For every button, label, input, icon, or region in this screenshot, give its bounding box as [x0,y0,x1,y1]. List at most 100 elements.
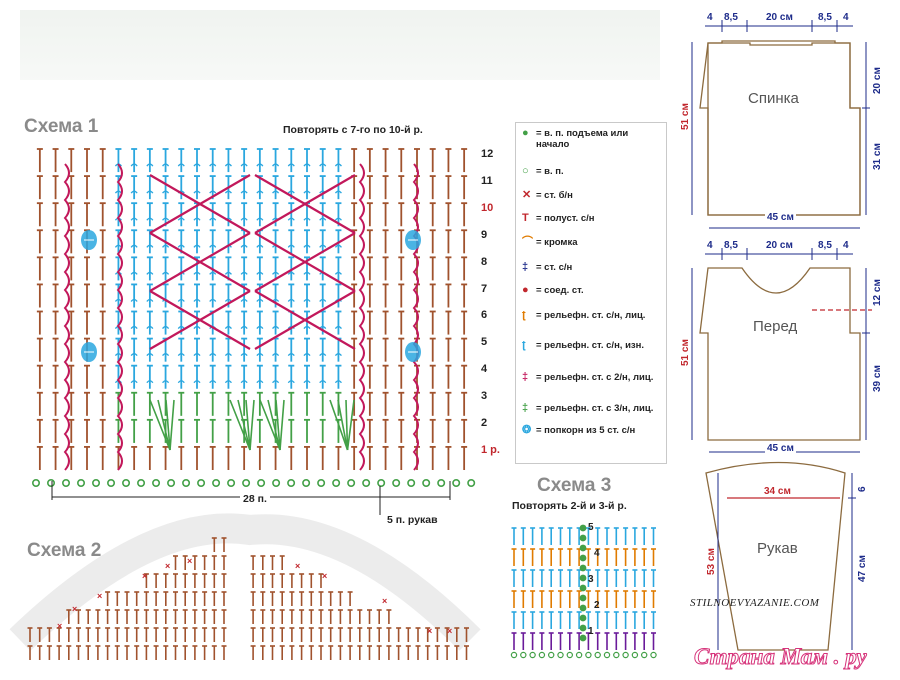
sleeve-top: 34 см [762,486,793,497]
back-top-dim-2: 8,5 [724,12,738,23]
front-upper: 12 см [872,279,883,306]
turning-chain-icon [579,534,587,542]
post-hook [162,325,170,329]
cross-icon: ✕ [522,189,532,201]
legend-item: ‡= рельефн. ст. с 3/н, лиц. [522,403,661,415]
post-hook [287,271,295,275]
chain-stitch [92,478,101,487]
post-hook [162,190,170,194]
chain-stitch [347,478,356,487]
back-outline-b [699,42,861,216]
scheme1-row-number: 4 [481,363,488,376]
post-hook [224,190,232,194]
chain-stitch [47,478,56,487]
chain-stitch [317,478,326,487]
post-hook [224,325,232,329]
ring-icon: ○ [522,165,529,177]
scheme1-row-number: 12 [481,148,494,160]
chain-stitch [422,478,431,487]
legend-item: ○ = в. п. [522,166,661,178]
scheme1-sleeve-label: 5 п. рукав [387,514,438,526]
cross-stitch: × [427,626,432,636]
post-hook [193,380,201,384]
legend-item: ‡= рельефн. ст. с 2/н, лиц. [522,372,661,384]
post-hook [224,353,232,357]
post-hook [287,325,295,329]
post-hook [177,163,185,167]
scheme1-row-number: 11 [481,174,493,187]
post-hook [209,217,217,221]
half-dc-icon: T [522,212,529,224]
post-hook [146,271,154,275]
front-top-dim-2: 8,5 [724,240,738,251]
scheme1-title: Схема 1 [24,116,99,137]
scheme1-row-number: 1 р. [481,443,500,456]
post-hook [334,271,342,275]
post-hook [303,217,311,221]
turning-chain-icon [579,584,587,592]
post-hook [256,353,264,357]
back-outline [707,40,861,216]
lattice-line [149,174,251,234]
chain-stitch [182,478,191,487]
back-piece-name: Спинка [748,90,799,107]
legend-text: = в. п. [536,166,564,177]
chain-stitch [585,651,592,659]
scheme1-repeat-note: Повторять с 7-го по 10-й р. [283,124,423,136]
turning-chain-icon [579,554,587,562]
chain-stitch [510,651,518,659]
post-hook [209,353,217,357]
post-hook [256,380,264,384]
post-hook [130,244,138,248]
fan-stitch [157,399,171,451]
legend-item: ʈ= рельефн. ст. с/н, лиц. [522,310,661,322]
scheme1-row-number: 2 [481,417,488,429]
post-hook [224,163,232,167]
edge-column [358,163,365,471]
post-hook [193,217,201,221]
back-top-dim-1: 4 [707,12,713,23]
post-hook [272,190,280,194]
post-hook [177,217,185,221]
turning-chain-icon [579,564,587,572]
cross-stitch: × [382,596,387,606]
post-hook [162,353,170,357]
legend-item: ⌒= кромка [522,237,661,249]
post-hook [287,163,295,167]
back-height: 51 см [680,103,691,130]
faded-header [20,10,660,80]
sleeve-upper: 6 [857,486,868,492]
post-hook [319,380,327,384]
post-hook [193,325,201,329]
edge-column [412,163,419,471]
turning-chain-icon [579,524,587,532]
post-hook [146,380,154,384]
scheme3-title: Схема 3 [537,475,612,496]
legend-text: = в. п. подъема или начало [536,128,629,150]
post-hook [256,217,264,221]
post-hook [177,325,185,329]
legend-text: = попкорн из 5 ст. с/н [536,425,636,436]
cross-stitch: × [322,571,327,581]
chain-stitch [62,478,71,487]
edge-column [116,163,123,471]
post-hook [334,217,342,221]
post-hook [303,298,311,302]
post-hook [209,190,217,194]
chain-stitch [377,478,386,487]
post-hook [177,244,185,248]
post-hook [256,271,264,275]
brand-watermark: Страна Мам . ру [694,644,868,670]
post-hook [334,163,342,167]
cross-stitch: × [295,561,300,571]
fan-stitch [337,399,349,451]
post-hook [240,163,248,167]
scheme1-row-number: 5 [481,336,488,349]
post-hook [146,244,154,248]
chain-stitch [257,478,266,487]
turning-chain-icon [579,634,587,642]
chain-stitch [242,478,251,487]
cross-stitch: × [97,591,102,601]
post-hook [146,163,154,167]
